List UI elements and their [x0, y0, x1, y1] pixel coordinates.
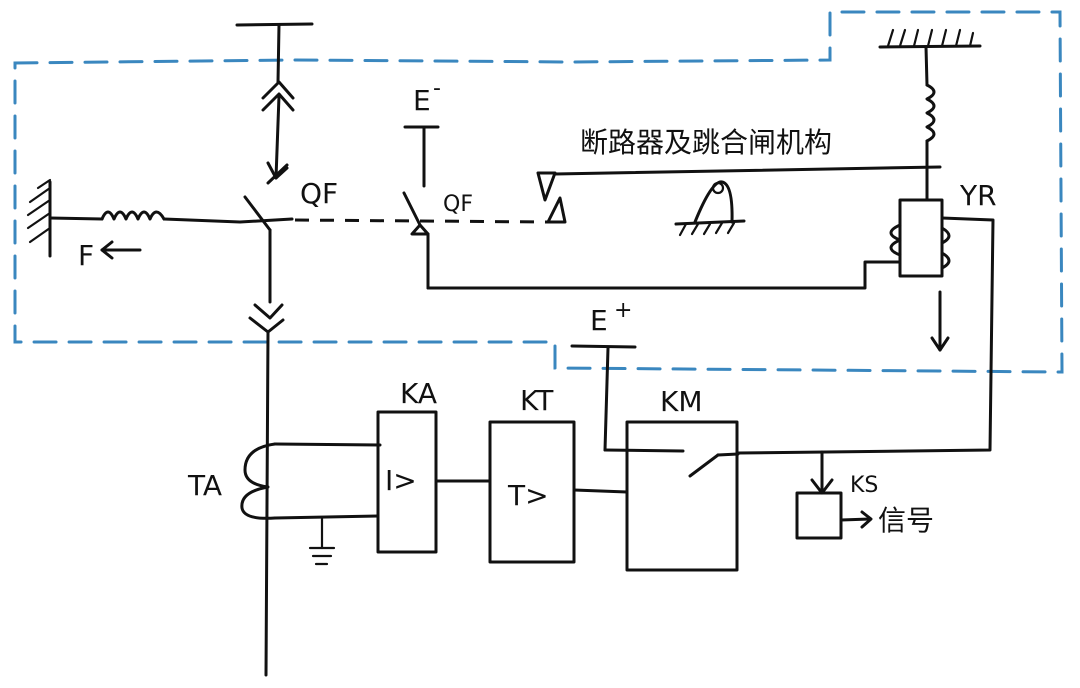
signal-arrow-icon [839, 510, 873, 529]
mechanism-boundary [13, 10, 1064, 374]
yr-return-wire [736, 216, 995, 455]
kt-function-label: T> [507, 479, 549, 512]
return-spring [924, 45, 936, 202]
mechanism-title: 断路器及跳合闸机构 [580, 126, 832, 159]
mechanical-linkage [294, 218, 549, 224]
signal-label: 信号 [878, 504, 934, 537]
negative-terminal [403, 125, 440, 188]
main-breaker-contact [243, 195, 272, 304]
e-minus-sup: - [433, 76, 441, 101]
ground-icon [308, 516, 336, 566]
ks-label: KS [850, 473, 878, 498]
current-transformer [240, 442, 382, 520]
trip-lever [553, 165, 942, 176]
auxiliary-contact [402, 191, 430, 290]
qf-main-label: QF [300, 177, 338, 210]
busbar-top [235, 22, 314, 84]
ta-label: TA [187, 469, 222, 502]
trip-circuit-wire [426, 260, 902, 290]
km-relay-box [625, 420, 739, 572]
trip-latch [536, 171, 567, 224]
fixed-wall-top-right [878, 28, 982, 49]
yr-label: YR [959, 179, 997, 212]
km-contact [688, 452, 740, 478]
kt-km-wire [572, 488, 629, 494]
upper-disconnect-contact [261, 80, 295, 185]
e-plus-sup: + [614, 298, 632, 323]
lever-pivot [674, 180, 746, 237]
trip-coil [889, 198, 951, 278]
kt-label: KT [520, 384, 554, 417]
lower-disconnect-contact [248, 303, 285, 677]
plunger-arrow-icon [930, 290, 950, 352]
ks-relay-box [795, 491, 843, 540]
opening-spring [48, 210, 294, 224]
spring-force-label: F [78, 239, 94, 272]
fixed-wall-left [26, 178, 52, 258]
ks-feed [810, 450, 834, 495]
e-plus-label: E [590, 304, 608, 337]
kt-relay-box [488, 420, 576, 564]
ka-label: KA [400, 377, 437, 410]
force-arrow-icon [100, 240, 142, 260]
qf-aux-label: QF [443, 192, 473, 217]
ka-function-label: I> [385, 464, 417, 497]
km-label: KM [660, 385, 703, 418]
positive-terminal [570, 344, 685, 453]
e-minus-label: E [413, 84, 431, 117]
